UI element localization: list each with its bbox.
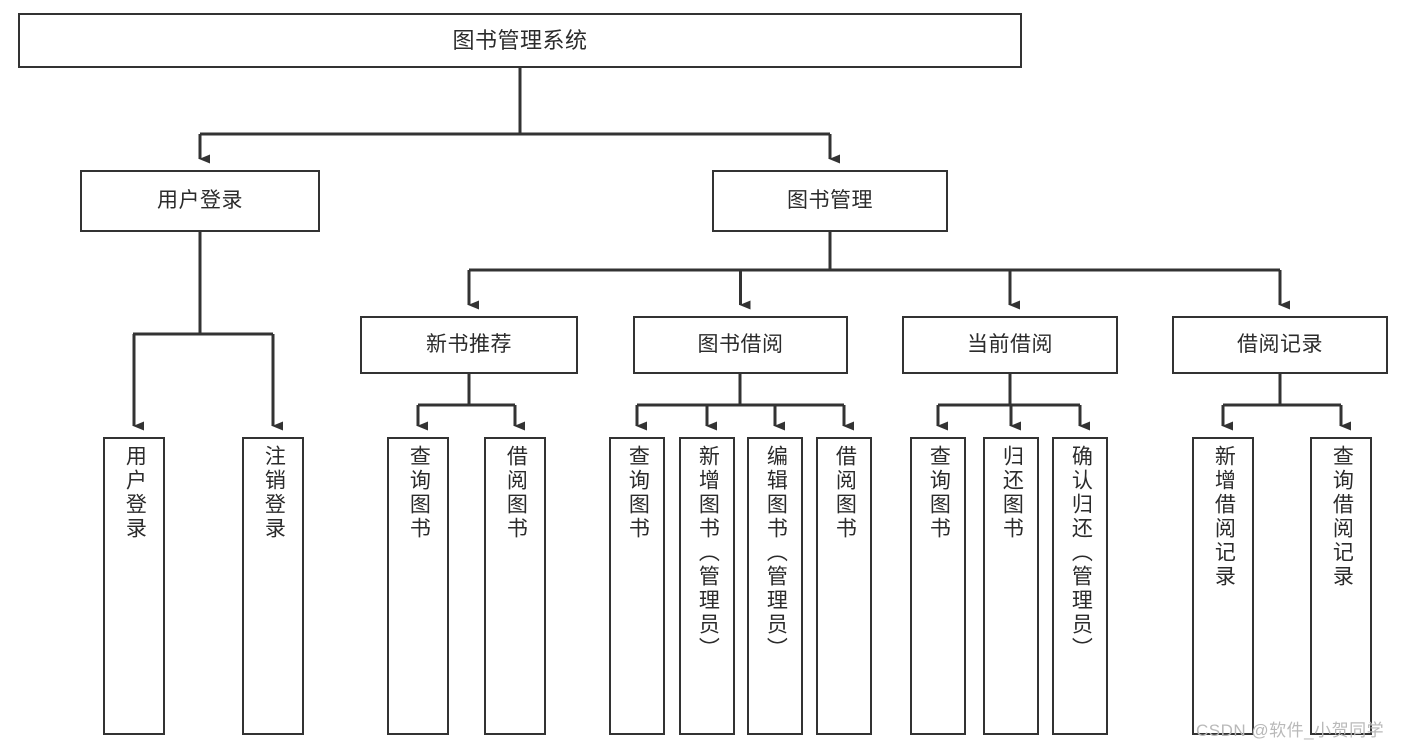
node-label: 用户登录 — [157, 188, 243, 212]
node-label: 归还图书 — [1000, 445, 1024, 541]
node-book-manage[interactable]: 图书管理 — [712, 170, 948, 232]
node-label: 新书推荐 — [426, 332, 512, 356]
node-current-borrow[interactable]: 当前借阅 — [902, 316, 1118, 374]
node-leaf-borrow-1[interactable]: 借阅图书 — [484, 437, 546, 735]
node-label: 图书管理系统 — [452, 27, 588, 53]
node-label: 注销登录 — [262, 445, 286, 541]
node-book-borrow[interactable]: 图书借阅 — [633, 316, 848, 374]
node-leaf-return[interactable]: 归还图书 — [983, 437, 1039, 735]
node-label: 查询图书 — [927, 445, 951, 541]
node-label: 图书管理 — [787, 188, 873, 212]
node-leaf-edit-book[interactable]: 编辑图书（管理员） — [747, 437, 803, 735]
node-label: 借阅图书 — [504, 445, 528, 541]
node-leaf-user-login[interactable]: 用户登录 — [103, 437, 165, 735]
node-label: 查询图书 — [626, 445, 650, 541]
node-label: 新增图书（管理员） — [696, 445, 720, 661]
node-leaf-query-2[interactable]: 查询图书 — [609, 437, 665, 735]
node-root[interactable]: 图书管理系统 — [18, 13, 1022, 68]
csdn-watermark: CSDN @软件_小贺同学 — [1196, 721, 1385, 740]
node-leaf-logout[interactable]: 注销登录 — [242, 437, 304, 735]
node-label: 用户登录 — [123, 445, 147, 541]
node-label: 查询借阅记录 — [1330, 445, 1354, 589]
node-label: 当前借阅 — [967, 332, 1053, 356]
node-leaf-add-rec[interactable]: 新增借阅记录 — [1192, 437, 1254, 735]
node-label: 借阅图书 — [833, 445, 857, 541]
node-new-book-rec[interactable]: 新书推荐 — [360, 316, 578, 374]
node-leaf-add-book[interactable]: 新增图书（管理员） — [679, 437, 735, 735]
node-user-login[interactable]: 用户登录 — [80, 170, 320, 232]
node-leaf-query-rec[interactable]: 查询借阅记录 — [1310, 437, 1372, 735]
node-leaf-borrow-2[interactable]: 借阅图书 — [816, 437, 872, 735]
node-label: 编辑图书（管理员） — [764, 445, 788, 661]
node-label: 查询图书 — [407, 445, 431, 541]
node-label: 图书借阅 — [697, 332, 784, 356]
node-leaf-confirm[interactable]: 确认归还（管理员） — [1052, 437, 1108, 735]
node-borrow-record[interactable]: 借阅记录 — [1172, 316, 1388, 374]
node-leaf-query-1[interactable]: 查询图书 — [387, 437, 449, 735]
node-label: 确认归还（管理员） — [1069, 445, 1093, 661]
node-leaf-query-3[interactable]: 查询图书 — [910, 437, 966, 735]
node-label: 新增借阅记录 — [1212, 445, 1236, 589]
node-label: 借阅记录 — [1237, 332, 1323, 356]
